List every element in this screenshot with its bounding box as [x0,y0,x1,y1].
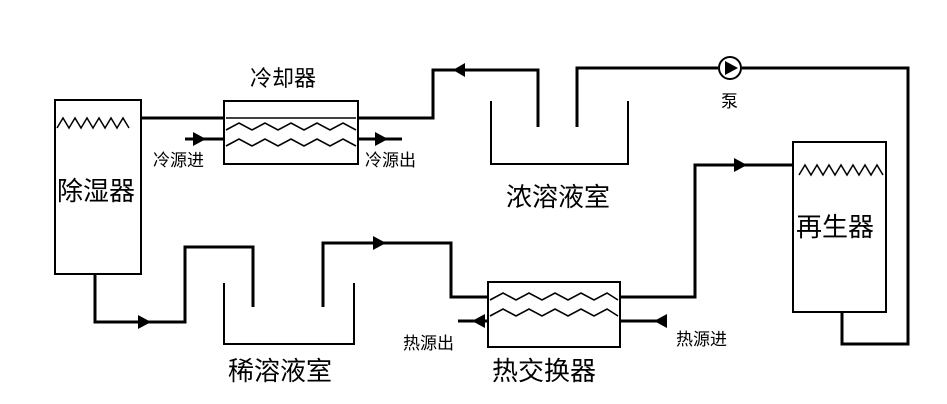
pipe-concentrated-tank-to-pump [575,66,718,127]
pipe-dehumidifier-to-dilute-tank [93,245,255,324]
label-heat-in: 热源进 [676,330,727,350]
heat-exchanger-coil-upper [489,292,619,301]
label-dilute-tank: 稀溶液室 [228,357,332,387]
label-regenerator: 再生器 [796,213,874,243]
cooler-coil-lower [225,138,357,147]
arrow-to-dilute-tank [138,315,151,329]
pipe-heat-exchanger-to-regenerator [620,163,883,299]
pump-icon [718,56,742,80]
arrow-heat-source-in [654,314,667,328]
label-dehumidifier: 除湿器 [57,177,135,207]
label-cold-in: 冷源进 [153,151,204,171]
label-cold-out: 冷源出 [365,151,416,171]
dehumidifier-spray-nozzles [56,116,130,130]
pipe-cooler-to-concentrated-tank [358,68,540,127]
cooler-box [223,100,359,165]
concentrated-tank [490,101,629,165]
arrow-to-concentrated-tank [453,63,465,77]
label-concentrated-tank: 浓溶液室 [506,183,610,213]
arrow-cold-source-out [375,132,388,146]
heat-exchanger-box [487,281,621,348]
pipe-dilute-tank-to-heat-exchanger [321,241,488,307]
dehumidifier-box [54,99,142,275]
arrow-cold-source-in [193,132,206,146]
label-heat-exchanger: 热交换器 [492,357,596,387]
dilute-tank [223,283,355,345]
arrow-heat-source-out [472,314,485,328]
pipe-pump-to-regenerator-return [742,66,910,346]
arrow-to-heat-exchanger [373,236,386,250]
label-cooler: 冷却器 [250,67,316,92]
regenerator-spray-nozzles [798,163,884,177]
heat-exchanger-coil-lower [489,308,619,317]
label-pump: 泵 [721,92,738,112]
cooler-coil-upper [225,122,357,131]
arrow-to-regenerator [734,158,747,172]
label-heat-out: 热源出 [403,334,454,354]
